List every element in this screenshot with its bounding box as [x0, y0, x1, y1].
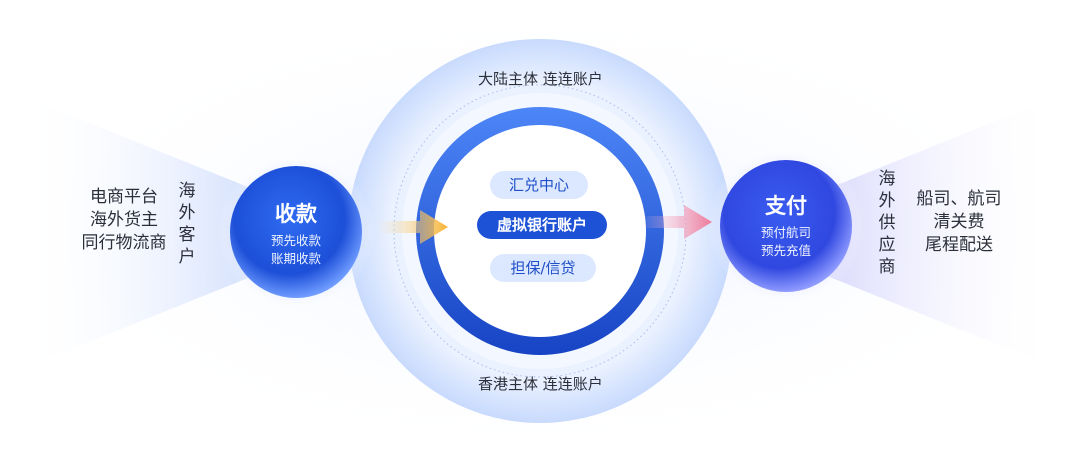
arrow-right-pink-icon	[640, 205, 712, 239]
list-item: 尾程配送	[925, 235, 993, 255]
ring-bottom-label: 香港主体 连连账户	[478, 375, 603, 393]
list-item: 船司、航司	[916, 189, 1002, 209]
list-item: 同行物流商	[81, 233, 167, 253]
collect-subs: 预先收款 账期收款	[270, 233, 321, 266]
collect-title: 收款	[275, 202, 317, 226]
center-item-exchange: 汇兑中心	[490, 171, 588, 199]
pay-title: 支付	[765, 194, 807, 218]
left-source-list: 电商平台 海外货主 同行物流商	[74, 186, 174, 255]
left-fan	[20, 95, 280, 370]
pay-node	[720, 160, 852, 292]
collect-node	[230, 166, 362, 298]
ring-top-label: 大陆主体 连连账户	[478, 70, 603, 88]
center-item-virtual-account: 虚拟银行账户	[477, 211, 607, 239]
pay-subs: 预付航司 预先充值	[760, 225, 811, 258]
arrow-right-orange-icon	[376, 210, 448, 244]
center-item-guarantee: 担保/信贷	[490, 254, 596, 282]
right-party-label: 海 外 供 应 商	[878, 169, 896, 277]
right-target-list: 船司、航司 清关费 尾程配送	[906, 188, 1012, 257]
left-party-label: 海 外 客 户	[178, 181, 196, 267]
right-fan	[800, 95, 1060, 370]
list-item: 清关费	[933, 212, 985, 232]
list-item: 海外货主	[90, 210, 158, 230]
list-item: 电商平台	[90, 187, 158, 207]
